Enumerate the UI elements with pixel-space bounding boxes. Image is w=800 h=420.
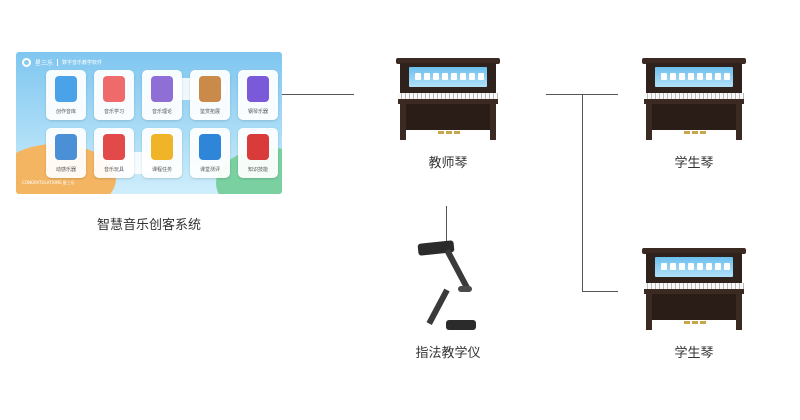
module-icon (247, 134, 269, 160)
module-icon (199, 76, 221, 102)
module-label: 创作音库 (55, 109, 76, 115)
connector-line (446, 206, 447, 242)
student-piano-image (642, 58, 746, 140)
module-tile[interactable]: 音乐学习 (94, 70, 134, 120)
module-label: 音乐理论 (151, 109, 172, 115)
module-tile[interactable]: 知识技能 (238, 128, 278, 178)
software-footer: CONGRATULATIONS 星三乐 (22, 180, 75, 185)
software-screen: 星三乐 数字音乐教学软件 创作音库 音乐学习 音乐理论 鉴赏拓展 钢琴乐器动感乐器 音乐玩… (16, 52, 282, 194)
module-label: 动感乐器 (55, 167, 76, 173)
software-caption: 智慧音乐创客系统 (96, 218, 201, 233)
brand-logo-icon (22, 57, 31, 67)
module-label: 音乐学习 (103, 109, 124, 115)
module-grid: 创作音库 音乐学习 音乐理论 鉴赏拓展 钢琴乐器动感乐器 音乐玩具 课程任务 课堂测评 知识技能 (46, 70, 278, 178)
module-label: 钢琴乐器 (247, 109, 268, 115)
module-tile[interactable]: 音乐理论 (142, 70, 182, 120)
software-topbar: 星三乐 数字音乐教学软件 (22, 56, 102, 68)
module-tile[interactable]: 课程任务 (142, 128, 182, 178)
module-tile[interactable]: 鉴赏拓展 (190, 70, 230, 120)
finger-device-label: 指法教学仪 (415, 346, 481, 361)
module-tile[interactable]: 钢琴乐器 (238, 70, 278, 120)
piano-screen (409, 67, 487, 87)
piano-screen (655, 257, 733, 277)
module-icon (55, 76, 77, 102)
student-piano-image (642, 248, 746, 330)
module-label: 课堂测评 (199, 167, 220, 173)
brand-name: 星三乐 (35, 59, 54, 67)
module-icon (55, 134, 77, 160)
connector-line (282, 94, 354, 95)
connector-line (582, 291, 618, 292)
module-tile[interactable]: 动感乐器 (46, 128, 86, 178)
module-icon (247, 76, 269, 102)
student-piano-label: 学生琴 (674, 156, 714, 171)
module-tile[interactable]: 音乐玩具 (94, 128, 134, 178)
connector-line (582, 94, 583, 292)
module-label: 知识技能 (247, 167, 268, 173)
module-label: 鉴赏拓展 (199, 109, 220, 115)
module-icon (151, 134, 173, 160)
finger-teaching-device-image (417, 240, 480, 330)
module-tile[interactable]: 创作音库 (46, 70, 86, 120)
module-icon (103, 76, 125, 102)
teacher-piano-image (396, 58, 500, 140)
divider (57, 58, 59, 66)
software-subtitle: 数字音乐教学软件 (62, 59, 103, 66)
module-icon (103, 134, 125, 160)
module-tile[interactable]: 课堂测评 (190, 128, 230, 178)
module-icon (151, 76, 173, 102)
teacher-piano-label: 教师琴 (428, 156, 468, 171)
piano-screen (655, 67, 733, 87)
module-label: 课程任务 (151, 167, 172, 173)
student-piano-label: 学生琴 (674, 346, 714, 361)
module-label: 音乐玩具 (103, 167, 124, 173)
module-icon (199, 134, 221, 160)
